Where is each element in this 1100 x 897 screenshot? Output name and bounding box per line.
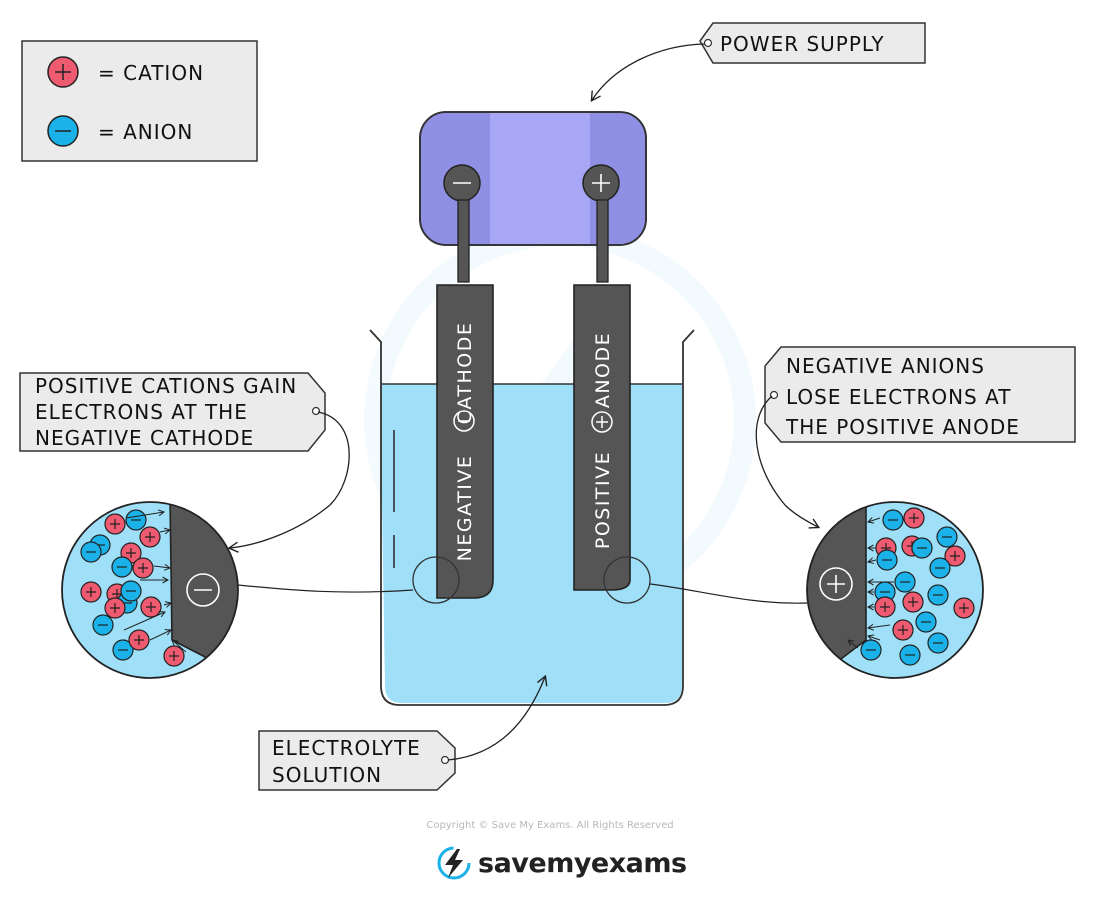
anode-note-tag: NEGATIVE ANIONS LOSE ELECTRONS AT THE PO… [0, 0, 1076, 443]
cation-icon [128, 629, 150, 651]
anion-icon [876, 549, 898, 571]
motion-arrow [123, 612, 165, 631]
legend: = CATION = ANION [21, 40, 258, 162]
cathode-wire [457, 199, 470, 283]
cathode-zoom-view [61, 501, 239, 679]
motion-arrow [163, 603, 171, 605]
cathode-note-arrow [227, 411, 350, 553]
anion-icon [927, 632, 949, 654]
cation-icon [874, 596, 896, 618]
anode-note-line-1: NEGATIVE ANIONS [786, 354, 985, 378]
anion-icon [911, 537, 933, 559]
cation-icon [953, 597, 975, 619]
anode-rod-left-label: POSITIVE [592, 451, 614, 549]
power-supply-label: POWER SUPPLY [720, 32, 885, 56]
svg-text:POSITIVE CATIONS GAIN EL: POSITIVE CATIONS GAIN ELECTRONS AT THE N… [0, 0, 349, 450]
anion-icon [927, 584, 949, 606]
anode-wire [596, 199, 609, 283]
motion-arrow [159, 530, 170, 532]
anion-icon [929, 557, 951, 579]
anion-icon [899, 644, 921, 666]
cation-symbol-icon [47, 56, 79, 88]
electrolyte-line-1: ELECTROLYTE [272, 736, 421, 760]
cation-icon [80, 581, 102, 603]
cathode-note-tag: POSITIVE CATIONS GAIN ELECTRONS AT THE N… [0, 0, 349, 452]
anion-icon [80, 541, 102, 563]
anode-note-line-2: LOSE ELECTRONS AT [786, 385, 1011, 409]
anion-icon [125, 509, 147, 531]
beaker [369, 329, 695, 706]
electrolyte-note-tag: ELECTROLYTE SOLUTION [0, 0, 472, 791]
motion-arrow [868, 560, 877, 562]
cation-icon [104, 597, 126, 619]
cathode-rod-left-label: NEGATIVE [454, 455, 476, 562]
negative-terminal-icon [443, 164, 481, 202]
anode-surface-positive-icon [819, 567, 853, 601]
anion-icon [92, 614, 114, 636]
legend-cation-label: = CATION [98, 61, 204, 85]
anode-zoom-view [806, 501, 984, 679]
anode-focus-circle [603, 556, 651, 604]
positive-sign-icon [591, 411, 613, 433]
anode-note-arrow [755, 395, 821, 529]
cation-icon [132, 557, 154, 579]
cation-icon [944, 545, 966, 567]
motion-arrow [172, 640, 187, 653]
motion-arrow [153, 566, 170, 568]
motion-arrow [868, 518, 881, 522]
cathode-note-line-1: POSITIVE CATIONS GAIN [35, 374, 297, 398]
brand-logo: savemyexams [436, 842, 687, 884]
anion-icon [120, 580, 142, 602]
motion-arrow [848, 640, 859, 649]
anion-icon [882, 509, 904, 531]
brand-name: savemyexams [478, 847, 687, 879]
anion-icon [915, 611, 937, 633]
cathode-focus-circle [412, 556, 460, 604]
copyright-notice: Copyright © Save My Exams. All Rights Re… [426, 820, 674, 831]
cation-icon [139, 526, 161, 548]
motion-arrow [149, 630, 171, 641]
motion-arrow [125, 512, 164, 519]
anode-note-line-3: THE POSITIVE ANODE [785, 415, 1020, 439]
cathode-surface-negative-icon [186, 573, 220, 607]
anion-icon [894, 571, 916, 593]
electrolyte-arrow [447, 674, 548, 761]
anode-rod-right-label: ANODE [592, 332, 614, 408]
cation-icon [163, 645, 185, 667]
cation-icon [902, 591, 924, 613]
anode-zoom-connector [649, 583, 808, 604]
anode-rod: POSITIVE ANODE [573, 284, 631, 591]
anion-symbol-icon [47, 115, 79, 147]
anion-icon [112, 639, 134, 661]
electrolyte-line-2: SOLUTION [272, 763, 382, 787]
power-supply [419, 111, 647, 246]
anion-icon [860, 639, 882, 661]
svg-text:ELECTROLYTE SOLUTION: ELECTROLYTE SOLUTION [0, 0, 472, 787]
cathode-note-line-3: NEGATIVE CATHODE [35, 426, 254, 450]
cation-icon [140, 596, 162, 618]
cation-icon [104, 513, 126, 535]
cation-icon [903, 507, 925, 529]
negative-sign-icon [453, 410, 475, 432]
cation-icon [892, 619, 914, 641]
cathode-note-line-2: ELECTRONS AT THE [35, 400, 248, 424]
lightning-bolt-icon [437, 846, 471, 880]
cathode-zoom-connector [237, 584, 414, 593]
motion-arrow [868, 625, 891, 628]
anion-icon [111, 556, 133, 578]
svg-text:NEGATIVE ANIONS LOSE ELE: NEGATIVE ANIONS LOSE ELECTRONS AT THE PO… [0, 0, 1063, 439]
power-supply-arrow [590, 43, 706, 103]
anion-icon [936, 526, 958, 548]
cathode-rod: NEGATIVE CATHODE [436, 284, 494, 599]
motion-arrow [868, 636, 881, 640]
cathode-rod-right-label: CATHODE [454, 322, 476, 425]
legend-anion-label: = ANION [98, 120, 193, 144]
power-supply-tag: POWER SUPPLY [699, 22, 926, 64]
positive-terminal-icon [582, 164, 620, 202]
